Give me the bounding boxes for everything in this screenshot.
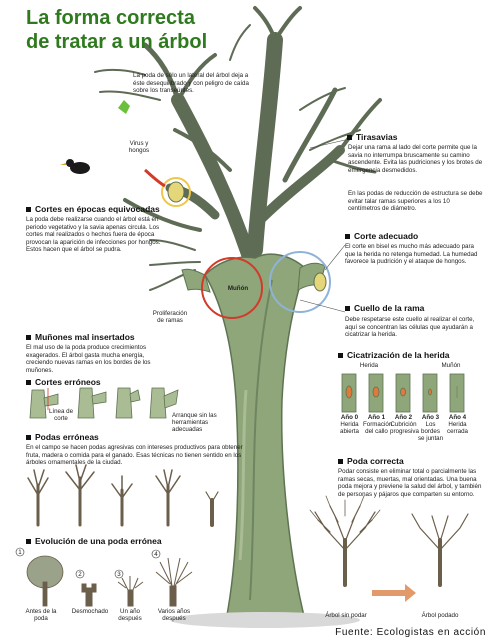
cuello-rama-heading: Cuello de la rama (345, 303, 424, 313)
tirasavias-heading: Tirasavias (347, 132, 397, 142)
poda-correcta-text: Podar consiste en eliminar total o parci… (338, 468, 482, 498)
arranque-label: Arranque sin las herramientas adecuadas (172, 412, 217, 433)
source-credit: Fuente: Ecologistas en acción (335, 627, 486, 638)
step-number: 4 (154, 551, 158, 558)
munones-text: El mal uso de la poda produce crecimient… (26, 344, 151, 374)
poda-correcta-trees (309, 495, 469, 587)
corte-adecuado-text: El corte en bisel es mucho más adecuado … (345, 243, 478, 266)
cortes-erroneos-illustrations (29, 387, 179, 419)
cortes-epocas-text: La poda debe realizarse cuando el árbol … (26, 216, 161, 254)
poda-correcta-heading: Poda correcta (338, 456, 404, 466)
proliferacion-label: Proliferación de ramas (152, 310, 188, 324)
step-label: Antes de la poda (25, 608, 57, 622)
arrow-icon (372, 584, 416, 602)
page-title: La forma correcta de tratar a un árbol (26, 7, 208, 53)
virus-label: Virus y hongos (128, 140, 150, 154)
tirasavias-text: Dejar una rama al lado del corte permite… (348, 144, 483, 174)
step-label: Desmochado (71, 608, 109, 615)
leaf-illustration (118, 100, 130, 114)
munones-heading: Muñones mal insertados (26, 332, 135, 342)
bird-illustration (60, 159, 90, 174)
munon-highlight-circle (201, 257, 263, 319)
tree-branches (94, 6, 382, 291)
cortes-erroneos-heading: Cortes erróneos (26, 377, 101, 387)
step-number: 2 (78, 571, 82, 578)
linea-corte-label: Línea de corte (48, 408, 74, 422)
podas-erroneas-heading: Podas erróneas (26, 432, 99, 442)
before-label: Árbol sin podar (325, 612, 367, 619)
cicatrizacion-illustrations (341, 373, 465, 413)
evolucion-step-circles (15, 547, 161, 579)
evolucion-heading: Evolución de una poda errónea (26, 536, 162, 546)
step-label: Varios años después (157, 608, 191, 622)
after-label: Árbol podado (421, 612, 459, 619)
cicatrizacion-heading: Cicatrización de la herida (338, 350, 450, 360)
virus-highlight-circle (161, 177, 191, 207)
herida-label: Herida (359, 362, 379, 369)
evolucion-trees (26, 555, 193, 607)
corte-adecuado-heading: Corte adecuado (345, 231, 418, 241)
cortes-epocas-heading: Cortes en épocas equivocadas (26, 204, 160, 214)
corte-highlight-circle (269, 251, 331, 313)
tirasavias-text2: En las podas de reducción de estructura … (348, 190, 483, 213)
podas-erroneas-text: En el campo se hacen podas agresivas con… (26, 444, 243, 467)
munon-label: Muñón (227, 285, 249, 292)
step-number: 1 (18, 549, 22, 556)
podas-erroneas-trees (27, 464, 219, 527)
cuello-rama-text: Debe respetarse este cuello al realizar … (345, 316, 475, 339)
cicatrizacion-munon-label: Muñón (441, 362, 461, 369)
step-label: Un año después (118, 608, 142, 622)
top-note: La poda de sólo un lateral del árbol dej… (133, 72, 249, 95)
step-number: 3 (117, 571, 121, 578)
